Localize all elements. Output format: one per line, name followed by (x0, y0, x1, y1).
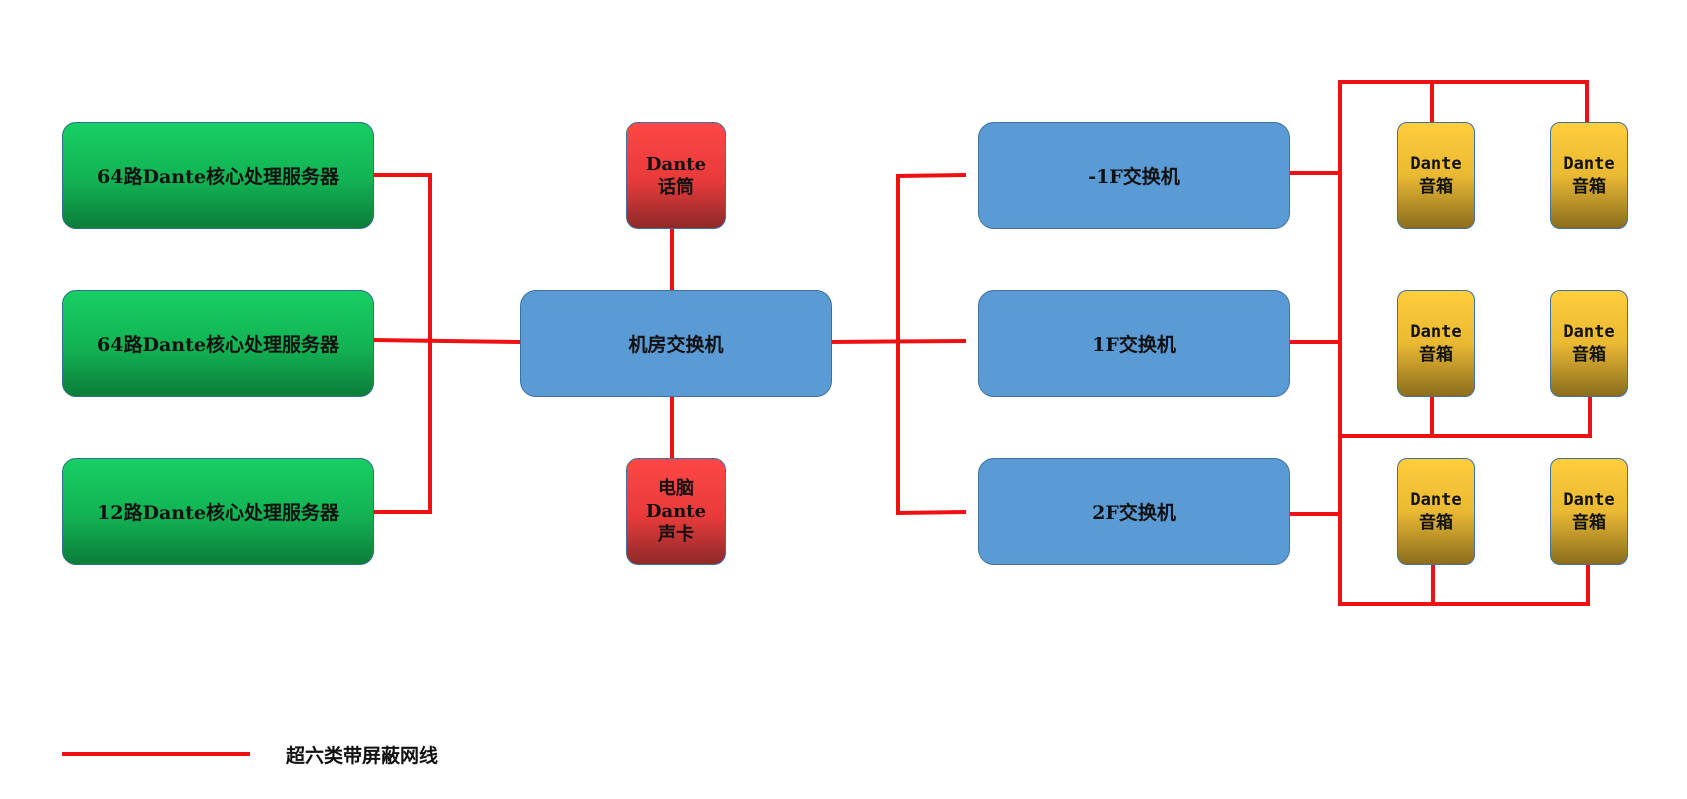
dante-speaker-node: Dante音箱 (1397, 458, 1475, 565)
pc-soundcard-node: 电脑 Dante 声卡 (626, 458, 726, 565)
dante-mic-label: Dante 话筒 (645, 153, 707, 198)
floor-switch-node: -1F交换机 (978, 122, 1290, 229)
server-label: 12路Dante核心处理服务器 (97, 502, 339, 524)
dante-speaker-node: Dante音箱 (1397, 290, 1475, 397)
top-loop-line (1338, 80, 1589, 124)
dante-speaker-label: Dante音箱 (1410, 153, 1462, 197)
server-label: 64路Dante核心处理服务器 (97, 166, 339, 188)
server-core-line (371, 337, 521, 345)
legend-label: 超六类带屏蔽网线 (286, 745, 439, 767)
floor-switch-node: 2F交换机 (978, 458, 1290, 565)
middle-loop-line (1338, 394, 1592, 438)
dante-speaker-node: Dante音箱 (1397, 122, 1475, 229)
dante-speaker-label: Dante音箱 (1410, 489, 1462, 533)
floor-switch-node: 1F交换机 (978, 290, 1290, 397)
dante-speaker-label: Dante音箱 (1563, 489, 1615, 533)
pc-soundcard-label: 电脑 Dante 声卡 (645, 478, 707, 545)
bottom-loop-line (1338, 564, 1590, 606)
dante-speaker-label: Dante音箱 (1563, 321, 1615, 365)
floor-switch-label: 1F交换机 (1092, 334, 1176, 356)
server-node: 12路Dante核心处理服务器 (62, 458, 374, 565)
dante-speaker-node: Dante音箱 (1550, 290, 1628, 397)
server-bus-line (372, 173, 432, 514)
server-label: 64路Dante核心处理服务器 (97, 334, 339, 356)
core-switch-label: 机房交换机 (628, 334, 724, 356)
core-switch-node: 机房交换机 (520, 290, 832, 397)
server-node: 64路Dante核心处理服务器 (62, 122, 374, 229)
dante-speaker-label: Dante音箱 (1563, 153, 1615, 197)
dante-mic-node: Dante 话筒 (626, 122, 726, 229)
floor-switch-label: -1F交换机 (1088, 166, 1180, 188)
server-node: 64路Dante核心处理服务器 (62, 290, 374, 397)
floor-bus-line (896, 172, 967, 516)
dante-speaker-node: Dante音箱 (1550, 122, 1628, 229)
floor-switch-label: 2F交换机 (1092, 502, 1176, 524)
dante-speaker-node: Dante音箱 (1550, 458, 1628, 565)
dante-speaker-label: Dante音箱 (1410, 321, 1462, 365)
